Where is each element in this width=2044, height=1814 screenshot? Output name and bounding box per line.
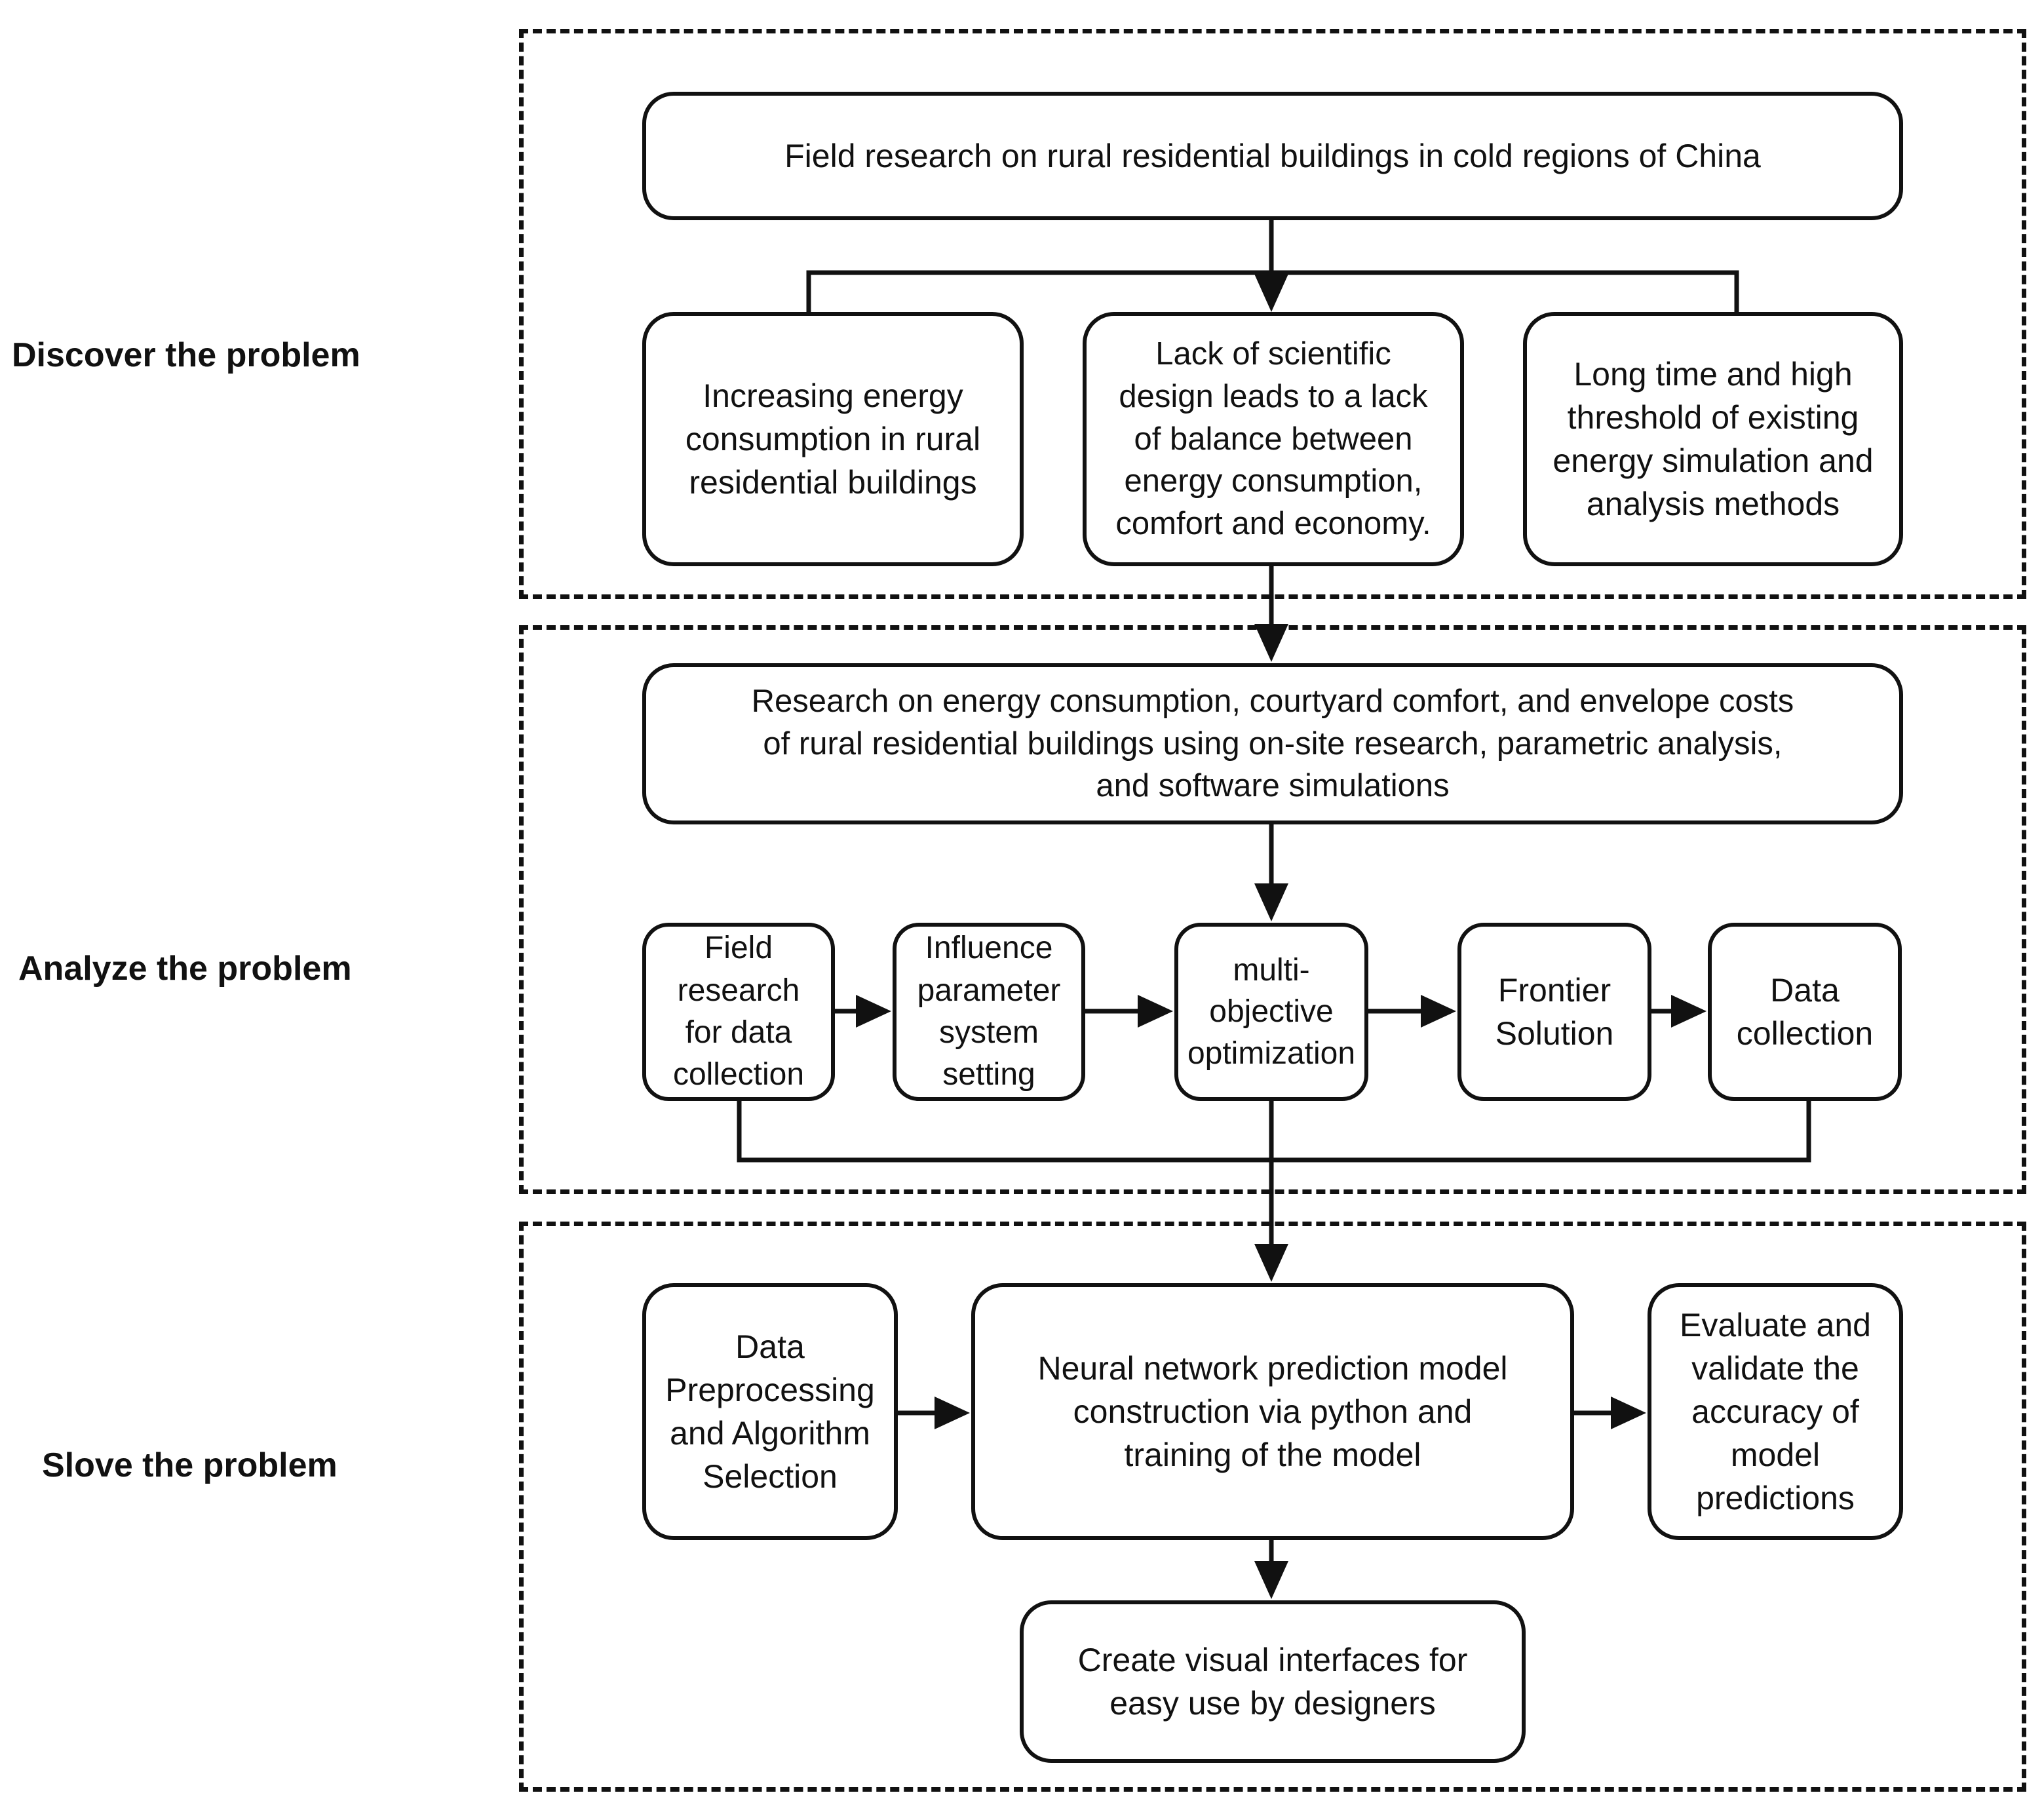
phase-label-analyze: Analyze the problem	[18, 950, 352, 988]
box-long-time: Long time and high threshold of existing…	[1523, 312, 1903, 566]
arrowhead	[935, 1397, 970, 1429]
box-field-data-collection: Field research for data collection	[642, 923, 835, 1101]
connector-branch-bar	[806, 270, 1739, 312]
arrowhead	[1611, 1397, 1646, 1429]
box-research-energy: Research on energy consumption, courtyar…	[642, 663, 1903, 824]
box-neural-network: Neural network prediction model construc…	[971, 1283, 1574, 1540]
arrowhead	[1138, 995, 1173, 1028]
arrowhead	[856, 995, 891, 1028]
connector-bottom-bracket	[737, 1100, 1811, 1163]
box-preprocessing: Data Preprocessing and Algorithm Selecti…	[642, 1283, 898, 1540]
phase-label-solve: Slove the problem	[42, 1446, 337, 1484]
arrowhead	[1254, 624, 1288, 662]
arrowhead	[1254, 274, 1288, 312]
box-field-research: Field research on rural residential buil…	[642, 92, 1903, 220]
arrowhead	[1254, 1561, 1288, 1599]
box-data-collection: Data collection	[1708, 923, 1902, 1101]
phase-label-discover: Discover the problem	[12, 336, 360, 374]
box-visual-interface: Create visual interfaces for easy use by…	[1020, 1600, 1526, 1763]
arrowhead	[1254, 883, 1288, 921]
box-influence-parameter: Influence parameter system setting	[893, 923, 1085, 1101]
box-increasing-energy: Increasing energy consumption in rural r…	[642, 312, 1024, 566]
box-lack-scientific-design: Lack of scientific design leads to a lac…	[1083, 312, 1464, 566]
arrowhead	[1421, 995, 1456, 1028]
arrowhead	[1671, 995, 1707, 1028]
box-frontier-solution: Frontier Solution	[1457, 923, 1651, 1101]
box-multi-objective: multi- objective optimization	[1174, 923, 1368, 1101]
box-evaluate: Evaluate and validate the accuracy of mo…	[1648, 1283, 1903, 1540]
arrowhead	[1254, 1244, 1288, 1282]
